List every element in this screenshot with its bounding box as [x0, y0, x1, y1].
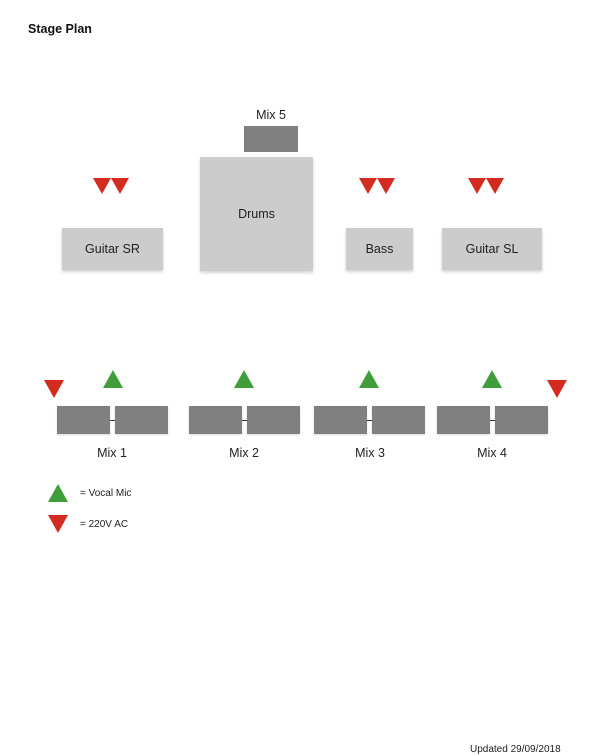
monitor-wedge [247, 406, 300, 434]
instrument-bass: Bass [346, 228, 413, 270]
instrument-drums: Drums [200, 157, 313, 271]
instrument-guitar-sl-label: Guitar SL [465, 242, 519, 256]
monitor-wedge [57, 406, 110, 434]
legend-power-icon [48, 515, 68, 533]
monitor-link [110, 420, 115, 421]
vocal-mic-icon [359, 370, 379, 388]
power-outlet-icon [111, 178, 129, 194]
monitor-wedge [495, 406, 548, 434]
instrument-drums-label: Drums [238, 207, 275, 221]
power-outlet-icon [93, 178, 111, 194]
vocal-mic-icon [234, 370, 254, 388]
instrument-guitar-sr: Guitar SR [62, 228, 163, 270]
monitor-wedge [437, 406, 490, 434]
monitor-wedge [314, 406, 367, 434]
vocal-mic-icon [482, 370, 502, 388]
mix-label: Mix 1 [97, 446, 127, 460]
monitor-link [490, 420, 495, 421]
drum-riser [244, 126, 298, 152]
instrument-bass-label: Bass [365, 242, 394, 256]
monitor-wedge [372, 406, 425, 434]
vocal-mic-icon [103, 370, 123, 388]
instrument-guitar-sl: Guitar SL [442, 228, 542, 270]
monitor-wedge [115, 406, 168, 434]
power-outlet-icon [468, 178, 486, 194]
power-outlet-icon [547, 380, 567, 398]
page-title: Stage Plan [28, 22, 92, 36]
instrument-guitar-sr-label: Guitar SR [85, 242, 140, 256]
power-outlet-icon [44, 380, 64, 398]
drum-riser-label: Mix 5 [256, 108, 286, 122]
legend-vocal-mic-text: = Vocal Mic [80, 488, 132, 499]
power-outlet-icon [359, 178, 377, 194]
mix-label: Mix 2 [229, 446, 259, 460]
power-outlet-icon [377, 178, 395, 194]
mix-label: Mix 3 [355, 446, 385, 460]
monitor-wedge [189, 406, 242, 434]
monitor-link [242, 420, 247, 421]
power-outlet-icon [486, 178, 504, 194]
mix-label: Mix 4 [477, 446, 507, 460]
legend-power-text: = 220V AC [80, 519, 129, 530]
monitor-link [367, 420, 372, 421]
legend-vocal-mic-icon [48, 484, 68, 502]
